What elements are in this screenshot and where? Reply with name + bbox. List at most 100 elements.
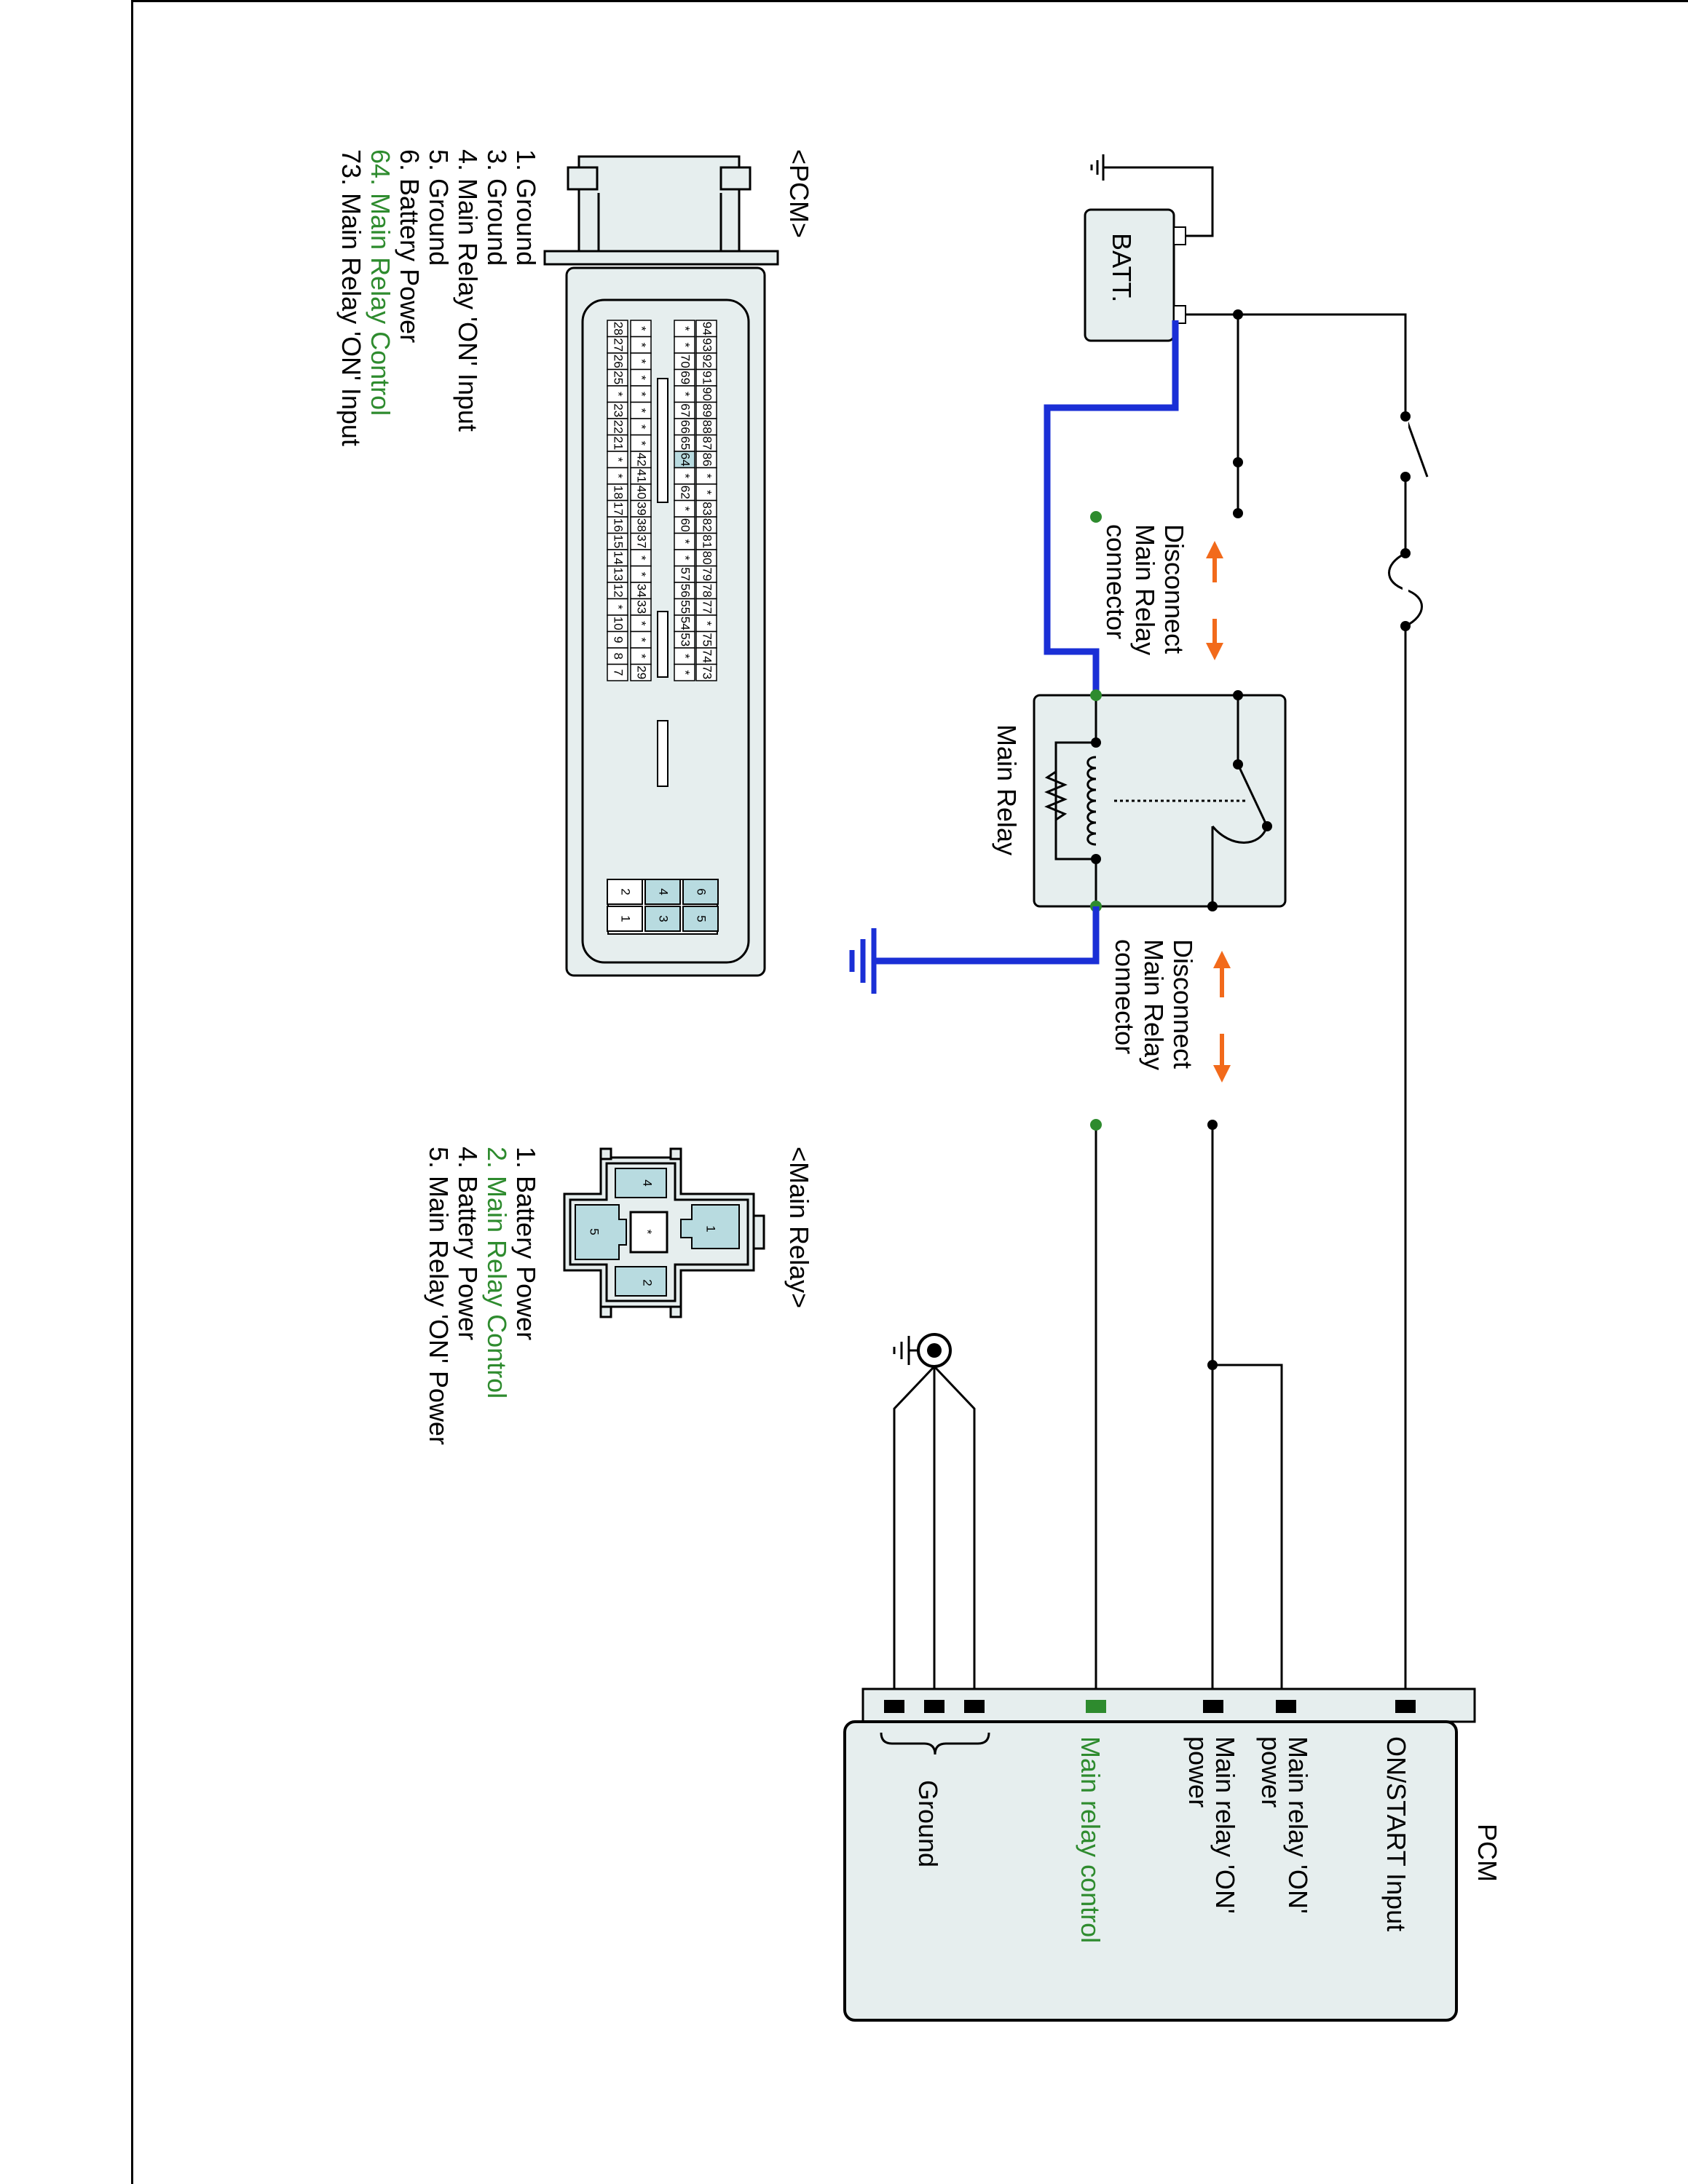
- pcm-connector-grid: 949392919089888786**83828180797877*75747…: [607, 320, 717, 787]
- pcm-pin-label: 33: [635, 600, 649, 614]
- pcm-pin-label: 7: [612, 669, 626, 676]
- disconnect-bottom-line2: Main Relay: [1139, 939, 1169, 1070]
- pcm-pin-label: 67: [679, 403, 693, 417]
- pcm-pin-label: 41: [635, 469, 649, 483]
- pcm-pin-label: *: [679, 670, 693, 675]
- pcm-power-pin-label: 4: [657, 888, 671, 895]
- pcm-pin-label: *: [679, 392, 693, 397]
- pcm-power-pin-cell: [682, 879, 719, 905]
- pcm-pin-label: 78: [701, 584, 714, 598]
- disconnect-top-line3: connector: [1101, 524, 1131, 639]
- pcm-grid-divider: [657, 611, 669, 678]
- pcm-power-pin-label: 2: [619, 888, 633, 895]
- pcm-pin-label: 9: [612, 636, 626, 643]
- main-relay-on-power-branch: [1212, 1364, 1283, 1704]
- pcm-pin-label: *: [612, 457, 626, 462]
- pcm-pin-label: 82: [701, 518, 714, 532]
- pcm-pin-label: *: [679, 326, 693, 331]
- pcm-pin-label: 8: [612, 653, 626, 660]
- disconnect-connector-top: Disconnect Main Relay connector: [1101, 524, 1223, 660]
- pcm-main-relay-on-power-2b: power: [1183, 1736, 1213, 1808]
- pcm-pin-label: 37: [635, 534, 649, 548]
- relay-cavity-1-label: 1: [704, 1225, 718, 1232]
- disconnect-connector-bottom: Disconnect Main Relay connector: [1110, 939, 1231, 1083]
- relay-cavity-center-label: *: [641, 1230, 655, 1235]
- pcm-pin-label: 53: [679, 633, 693, 646]
- pcm-pin-label: 62: [679, 486, 693, 499]
- pcm-pin-label: *: [635, 555, 649, 561]
- pcm-pin-label: 80: [701, 551, 714, 565]
- relay-pin-item: 1. Battery Power: [511, 1147, 541, 1340]
- battery-power-wire-highlight: [1044, 320, 1179, 695]
- pcm-on-start-input: ON/START Input: [1381, 1736, 1411, 1931]
- pcm-power-pin-label: 3: [657, 915, 671, 922]
- relay-cavity-1: 1: [680, 1204, 740, 1249]
- pcm-pin-label: 13: [612, 567, 626, 581]
- pcm-pin-label: 40: [635, 486, 649, 499]
- pcm-pin-item: 1. Ground: [511, 149, 541, 266]
- pcm-pin-label: *: [679, 555, 693, 561]
- pcm-power-pin-cell: [644, 879, 681, 905]
- pcm-pin-label: 39: [635, 502, 649, 515]
- pcm-pin-label: 90: [701, 387, 714, 401]
- page-frame: [131, 0, 1688, 2184]
- pcm-pin-label: *: [635, 654, 649, 659]
- relay-cavity-4-label: 4: [641, 1179, 655, 1186]
- ignition-switch: [1404, 416, 1429, 478]
- pcm-power-pin-label: 6: [695, 888, 709, 895]
- battery-ground-wire: [1107, 166, 1214, 237]
- pcm-pin-label: *: [612, 473, 626, 478]
- pcm-pin-label: 38: [635, 518, 649, 532]
- pcm-pin-item: 73. Main Relay 'ON' Input: [336, 149, 366, 446]
- pcm-pin-label: 15: [612, 534, 626, 548]
- main-relay: Main Relay: [992, 689, 1287, 912]
- pcm-pin-label: 88: [701, 420, 714, 434]
- pcm-pin-label: 28: [612, 322, 626, 336]
- pcm-pin-label: *: [701, 621, 714, 626]
- pcm-pin-cell: [630, 663, 652, 681]
- relay-connector-title: <Main Relay>: [784, 1147, 814, 1308]
- pcm-pin-label: 83: [701, 502, 714, 515]
- pcm-pin-label: 74: [701, 649, 714, 663]
- battery-ground-icon: [1090, 154, 1107, 181]
- pcm-pin-label: 91: [701, 371, 714, 384]
- pcm-title: PCM: [1472, 1824, 1502, 1882]
- pcm-pin-label: *: [635, 359, 649, 364]
- pcm-pin-label: *: [635, 408, 649, 413]
- batt-to-pcm-input-wire: [1186, 313, 1407, 1700]
- pcm-pin-label: 69: [679, 371, 693, 384]
- relay-ground-wire-highlight: [874, 906, 1100, 965]
- pcm-pin-item: 5. Ground: [424, 149, 454, 266]
- pcm-pin-label: *: [612, 392, 626, 397]
- pcm-connector: <PCM> 949392919089888786**83828180797877…: [543, 149, 814, 977]
- main-relay-label: Main Relay: [992, 724, 1022, 855]
- relay-pin-item: 4. Battery Power: [453, 1147, 483, 1340]
- pcm-pin-label: *: [679, 506, 693, 511]
- pcm-pin-label: 94: [701, 322, 714, 336]
- relay-pin-item: 5. Main Relay 'ON' Power: [424, 1147, 454, 1445]
- pcm-ground: Ground: [913, 1780, 943, 1867]
- pcm-pin-label: 22: [612, 420, 626, 434]
- pcm-pin-label: 64: [679, 453, 693, 467]
- ground-wires: [893, 1365, 976, 1704]
- pcm-pin-label: *: [679, 654, 693, 659]
- pcm-pin-label: *: [635, 342, 649, 347]
- pcm-pin-label: 79: [701, 567, 714, 581]
- disconnect-bottom-line3: connector: [1110, 939, 1140, 1054]
- pcm-pin-label: *: [612, 604, 626, 609]
- chassis-ground-icon: [893, 1333, 952, 1368]
- pcm-pin-label: 87: [701, 436, 714, 450]
- relay-cavity-4: 4: [615, 1168, 667, 1198]
- pcm-pin-label: 73: [701, 665, 714, 679]
- pcm-pin-label: 75: [701, 633, 714, 646]
- pcm-power-pin-cell: [607, 906, 643, 932]
- pcm-pin-label: 66: [679, 420, 693, 434]
- pcm-pin-label: 77: [701, 600, 714, 614]
- relay-cavity-2-label: 2: [641, 1279, 655, 1286]
- pcm-pin-label: *: [635, 440, 649, 446]
- pcm-power-pin-label: 1: [619, 915, 633, 922]
- pcm-pin-label: *: [635, 326, 649, 331]
- relay-cavity-5: 5: [575, 1204, 627, 1260]
